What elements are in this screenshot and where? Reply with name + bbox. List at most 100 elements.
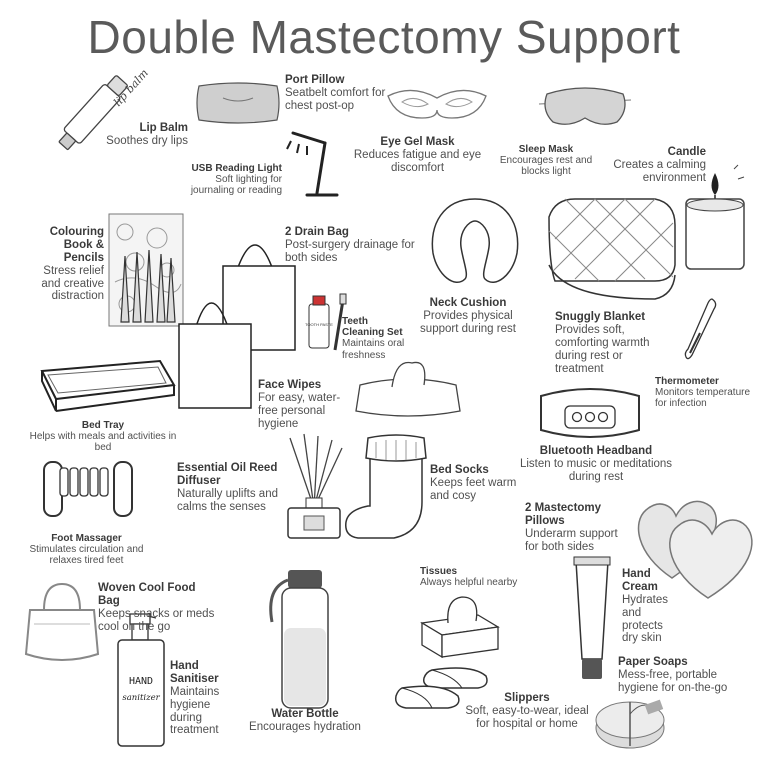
sanitiser-label-line1: HAND	[129, 676, 153, 687]
reed-diffuser-text: Essential Oil Reed Diffuser Naturally up…	[177, 462, 287, 514]
hand-cream-name: Hand Cream	[622, 568, 658, 593]
tissues-text: Tissues Always helpful nearby	[420, 566, 520, 588]
mastectomy-pillows-desc: Underarm support for both sides	[525, 527, 618, 553]
foot-massager-name: Foot Massager	[51, 533, 122, 544]
port-pillow-desc: Seatbelt comfort for chest post-op	[285, 86, 386, 112]
heart-pillows-icon	[632, 482, 758, 602]
colouring-book-text: Colouring Book & Pencils Stress relief a…	[36, 226, 104, 303]
bed-socks-text: Bed Socks Keeps feet warm and cosy	[430, 464, 525, 503]
lip-balm-text: Lip Balm Soothes dry lips	[96, 122, 188, 148]
bed-socks-name: Bed Socks	[430, 464, 489, 476]
hand-cream-text: Hand Cream Hydrates and protects dry ski…	[622, 568, 674, 645]
usb-reading-light-name: USB Reading Light	[191, 163, 282, 174]
mastectomy-pillows-text: 2 Mastectomy Pillows Underarm support fo…	[525, 502, 633, 554]
drain-bag-name: 2 Drain Bag	[285, 226, 349, 238]
pillow-icon	[193, 78, 283, 128]
water-bottle-desc: Encourages hydration	[249, 720, 361, 733]
woven-food-bag-name: Woven Cool Food Bag	[98, 582, 196, 607]
bed-tray-name: Bed Tray	[81, 420, 125, 431]
bed-tray-desc: Helps with meals and activities in bed	[29, 431, 177, 454]
foot-massager-text: Foot Massager Stimulates circulation and…	[24, 533, 149, 567]
lip-balm-name: Lip Balm	[139, 122, 188, 134]
woven-food-bag-text: Woven Cool Food Bag Keeps snacks or meds…	[98, 582, 216, 634]
teeth-cleaning-name: Teeth Cleaning Set	[342, 316, 403, 339]
candle-name: Candle	[667, 146, 706, 158]
drain-bag-text: 2 Drain Bag Post-surgery drainage for bo…	[285, 226, 420, 265]
port-pillow-name: Port Pillow	[285, 74, 345, 86]
thermometer-text: Thermometer Monitors temperature for inf…	[655, 376, 763, 410]
candle-jar-icon	[680, 165, 750, 275]
colouring-book-pencils-icon	[105, 212, 187, 330]
port-pillow-text: Port Pillow Seatbelt comfort for chest p…	[285, 74, 395, 113]
bluetooth-headband-text: Bluetooth Headband Listen to music or me…	[505, 445, 687, 484]
thermometer-name: Thermometer	[655, 376, 719, 387]
page-title: Double Mastectomy Support	[87, 11, 681, 63]
eye-gel-mask-text: Eye Gel Mask Reduces fatigue and eye dis…	[350, 136, 485, 175]
roller-massager-icon	[38, 458, 138, 520]
toothpaste-brush-icon: TOOTH PASTE	[305, 288, 353, 353]
water-bottle-name: Water Bottle	[271, 708, 339, 720]
reed-diffuser-desc: Naturally uplifts and calms the senses	[177, 487, 278, 513]
water-bottle-icon	[262, 570, 342, 713]
mastectomy-pillows-name: 2 Mastectomy Pillows	[525, 502, 602, 527]
thermometer-icon	[682, 295, 722, 365]
woven-food-bag-desc: Keeps snacks or meds cool on the go	[98, 607, 215, 633]
sleep-mask-name: Sleep Mask	[518, 144, 574, 155]
usb-reading-light-desc: Soft lighting for journaling or reading	[190, 174, 282, 197]
colouring-book-name: Colouring Book & Pencils	[49, 226, 104, 264]
face-wipes-desc: For easy, water-free personal hygiene	[258, 391, 341, 430]
paper-soaps-desc: Mess-free, portable hygiene for on-the-g…	[618, 668, 728, 694]
quilted-blanket-icon	[545, 195, 680, 305]
cream-tube-icon	[570, 555, 614, 679]
colouring-book-desc: Stress relief and creative distraction	[41, 264, 104, 303]
tissues-name: Tissues	[420, 566, 458, 577]
lip-balm-desc: Soothes dry lips	[106, 134, 188, 147]
slippers-desc: Soft, easy-to-wear, ideal for hospital o…	[465, 704, 589, 730]
water-bottle-text: Water Bottle Encourages hydration	[240, 708, 370, 734]
paper-soaps-name: Paper Soaps	[618, 656, 688, 668]
sleep-mask-text: Sleep Mask Encourages rest and blocks li…	[496, 144, 596, 178]
foot-massager-desc: Stimulates circulation and relaxes tired…	[29, 544, 144, 567]
sanitiser-bottle-icon: HAND sanitizer	[112, 610, 172, 750]
wipes-pack-icon	[352, 355, 464, 425]
sleep-mask-icon	[535, 82, 635, 134]
headband-icon	[535, 378, 645, 448]
slippers-name: Slippers	[504, 692, 550, 704]
neck-cushion-name: Neck Cushion	[429, 297, 507, 309]
hand-cream-desc: Hydrates and protects dry skin	[622, 593, 669, 645]
neck-pillow-icon	[425, 195, 525, 295]
tissues-desc: Always helpful nearby	[420, 577, 518, 589]
hand-sanitiser-text: Hand Sanitiser Maintains hygiene during …	[170, 660, 232, 737]
bed-tray-text: Bed Tray Helps with meals and activities…	[28, 420, 178, 454]
eye-gel-mask-name: Eye Gel Mask	[380, 136, 455, 148]
tissue-box-icon	[418, 593, 502, 659]
paper-soaps-text: Paper Soaps Mess-free, portable hygiene …	[618, 656, 736, 695]
snuggly-blanket-text: Snuggly Blanket Provides soft, comfortin…	[555, 311, 663, 375]
slippers-text: Slippers Soft, easy-to-wear, ideal for h…	[462, 692, 592, 731]
desk-lamp-icon	[285, 125, 355, 205]
reed-diffuser-name: Essential Oil Reed Diffuser	[177, 462, 278, 487]
candle-text: Candle Creates a calming environment	[608, 146, 706, 185]
eye-mask-icon	[382, 82, 492, 126]
face-wipes-text: Face Wipes For easy, water-free personal…	[258, 379, 356, 431]
teeth-cleaning-text: Teeth Cleaning Set Maintains oral freshn…	[342, 316, 412, 361]
hand-sanitiser-desc: Maintains hygiene during treatment	[170, 685, 220, 737]
sleep-mask-desc: Encourages rest and blocks light	[499, 155, 593, 178]
usb-reading-light-text: USB Reading Light Soft lighting for jour…	[190, 163, 282, 197]
toothpaste-label: TOOTH PASTE	[305, 322, 333, 327]
sock-icon	[342, 432, 442, 544]
bluetooth-headband-name: Bluetooth Headband	[539, 445, 653, 457]
drain-bag-desc: Post-surgery drainage for both sides	[285, 238, 415, 264]
snuggly-blanket-name: Snuggly Blanket	[555, 311, 646, 323]
tray-icon	[38, 355, 178, 417]
sanitiser-label-line2: sanitizer	[122, 693, 160, 703]
bed-socks-desc: Keeps feet warm and cosy	[430, 476, 517, 502]
snuggly-blanket-desc: Provides soft, comforting warmth during …	[555, 323, 650, 375]
thermometer-desc: Monitors temperature for infection	[655, 387, 751, 410]
candle-desc: Creates a calming environment	[613, 158, 706, 184]
slippers-icon	[392, 662, 492, 722]
teeth-cleaning-desc: Maintains oral freshness	[342, 338, 405, 361]
reed-diffuser-icon	[280, 432, 350, 542]
hand-sanitiser-name: Hand Sanitiser	[170, 660, 219, 685]
woven-bag-icon	[22, 580, 102, 666]
